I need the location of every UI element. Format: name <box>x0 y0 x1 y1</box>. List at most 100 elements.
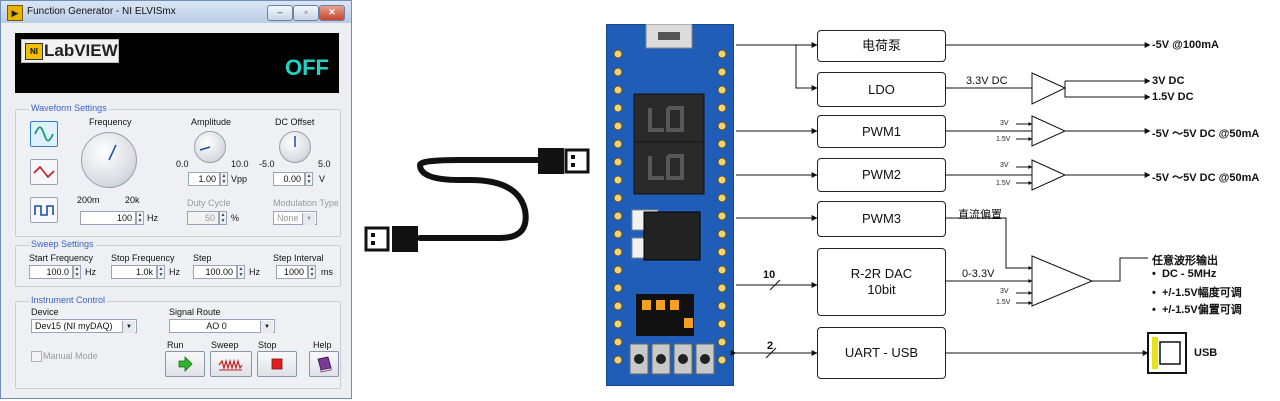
stop-frequency-spinner[interactable]: ▲▼ <box>157 265 165 279</box>
output-state: OFF <box>285 55 329 80</box>
usb-port-symbol <box>1147 332 1187 374</box>
run-button[interactable] <box>165 351 205 377</box>
waveform-settings-title: Waveform Settings <box>29 103 109 113</box>
function-generator-window: ▶ Function Generator - NI ELVISmx – ▫ ✕ … <box>0 0 352 399</box>
frequency-max-label: 20k <box>125 195 140 205</box>
amplitude-unit: Vpp <box>231 174 248 184</box>
amplitude-spinner[interactable]: ▲▼ <box>220 172 228 186</box>
usb-connector-left <box>392 226 418 252</box>
labview-logo: NI LabVIEW <box>21 39 119 63</box>
step-interval-unit: ms <box>321 267 333 277</box>
ldo-block: LDO <box>817 72 946 107</box>
dc-offset-min-label: -5.0 <box>259 159 275 169</box>
stop-frequency-input[interactable]: 1.0k <box>111 265 157 279</box>
dac-label: R-2R DAC <box>850 266 913 281</box>
ldo-output-1v5: 1.5V DC <box>1152 91 1194 103</box>
sine-wave-button[interactable] <box>30 121 58 147</box>
frequency-input[interactable]: 100 <box>80 211 136 225</box>
maximize-button[interactable]: ▫ <box>293 5 319 21</box>
frequency-label: Frequency <box>89 117 132 127</box>
sweep-settings-title: Sweep Settings <box>29 239 96 249</box>
step-interval-spinner[interactable]: ▲▼ <box>308 265 316 279</box>
step-spinner[interactable]: ▲▼ <box>237 265 245 279</box>
square-wave-button[interactable] <box>30 197 58 223</box>
microcontroller-chip <box>643 211 701 261</box>
pwm2-amplifier <box>1031 159 1067 191</box>
start-frequency-input[interactable]: 100.0 <box>29 265 73 279</box>
duty-cycle-unit: % <box>231 213 240 223</box>
usb-cable-illustration <box>364 148 590 252</box>
pwm2-label: PWM2 <box>862 167 901 182</box>
device-value: Dev15 (NI myDAQ) <box>35 321 113 331</box>
step-interval-input[interactable]: 1000 <box>276 265 308 279</box>
modulation-type-select[interactable]: None ▼ <box>273 211 317 225</box>
stop-frequency-label: Stop Frequency <box>111 253 175 263</box>
ldo-input-label: 3.3V DC <box>966 75 1008 87</box>
pwm1-output: -5V ～5V DC @50mA <box>1152 128 1260 140</box>
pwm3-label: PWM3 <box>862 211 901 226</box>
sweep-label: Sweep <box>211 340 239 350</box>
arb-item-2: +/-1.5V幅度可调 <box>1161 287 1242 299</box>
uart-bus-width: 2 <box>767 340 774 352</box>
dac-resolution: 10bit <box>867 282 896 297</box>
dac-ref-1v5: 1.5V <box>996 299 1011 306</box>
uart-usb-label: UART - USB <box>844 345 919 360</box>
amplitude-input[interactable]: 1.00 <box>188 172 220 186</box>
dac-ref-3v: 3V <box>1000 288 1009 295</box>
window-title: Function Generator - NI ELVISmx <box>27 6 176 17</box>
pwm1-ref-1v5: 1.5V <box>996 136 1011 143</box>
instrument-control-title: Instrument Control <box>29 295 108 305</box>
device-select[interactable]: Dev15 (NI myDAQ) ▼ <box>31 319 137 333</box>
stop-button[interactable] <box>257 351 297 377</box>
step-unit: Hz <box>249 267 260 277</box>
pwm1-label: PWM1 <box>862 123 901 139</box>
start-frequency-spinner[interactable]: ▲▼ <box>73 265 81 279</box>
dc-offset-input[interactable]: 0.00 <box>273 172 305 186</box>
close-button[interactable]: ✕ <box>319 5 345 21</box>
duty-cycle-input[interactable]: 50 <box>187 211 219 225</box>
signal-route-select[interactable]: AO 0 ▼ <box>169 319 275 333</box>
start-frequency-label: Start Frequency <box>29 253 94 263</box>
device-label: Device <box>31 307 59 317</box>
manual-mode-checkbox[interactable] <box>31 351 42 362</box>
help-button[interactable] <box>309 351 339 377</box>
minimize-button[interactable]: – <box>267 5 293 21</box>
frequency-spinner[interactable]: ▲▼ <box>136 211 144 225</box>
chevron-down-icon: ▼ <box>302 213 315 225</box>
dc-offset-unit: V <box>319 174 326 184</box>
stop-label: Stop <box>258 340 277 350</box>
dac-block: R-2R DAC 10bit <box>817 248 946 316</box>
pwm1-ref-3v: 3V <box>1000 120 1009 127</box>
sweep-button[interactable] <box>210 351 252 377</box>
arb-item-1: DC - 5MHz <box>1161 268 1217 280</box>
status-banner: NI LabVIEW OFF <box>15 33 339 93</box>
pwm1-amplifier <box>1031 115 1067 147</box>
run-label: Run <box>167 340 184 350</box>
step-interval-label: Step Interval <box>273 253 324 263</box>
title-bar: ▶ Function Generator - NI ELVISmx – ▫ ✕ <box>1 1 351 23</box>
triangle-wave-button[interactable] <box>30 159 58 185</box>
charge-pump-label: 电荷泵 <box>861 38 901 53</box>
arb-bullet-3: • +/-1.5V偏置可调 <box>1152 304 1242 316</box>
charge-pump-output: -5V @100mA <box>1152 39 1219 51</box>
pwm2-block: PWM2 <box>817 158 946 192</box>
ldo-output-3v: 3V DC <box>1152 75 1185 87</box>
step-input[interactable]: 100.00 <box>193 265 237 279</box>
charge-pump-block: 电荷泵 <box>817 30 946 62</box>
pwm1-block: PWM1 <box>817 115 946 148</box>
duty-cycle-spinner[interactable]: ▲▼ <box>219 211 227 225</box>
amplitude-knob[interactable] <box>194 131 226 163</box>
step-label: Step <box>193 253 212 263</box>
dc-offset-spinner[interactable]: ▲▼ <box>305 172 313 186</box>
arb-bullet-2: • +/-1.5V幅度可调 <box>1152 287 1242 299</box>
dac-amplifier <box>1031 255 1094 307</box>
dc-offset-knob[interactable] <box>279 131 311 163</box>
amplitude-label: Amplitude <box>191 117 232 127</box>
stop-frequency-unit: Hz <box>169 267 180 277</box>
usb-connector-right <box>538 148 564 174</box>
modulation-type-label: Modulation Type <box>273 198 339 208</box>
chevron-down-icon: ▼ <box>260 321 273 333</box>
frequency-knob[interactable] <box>81 132 137 188</box>
logo-text: LabVIEW <box>44 41 118 60</box>
